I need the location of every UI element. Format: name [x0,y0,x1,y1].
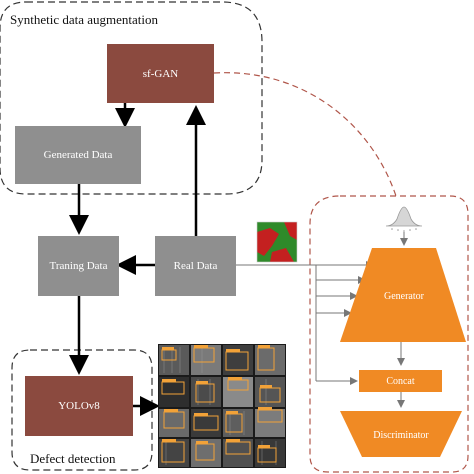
defect-region-border [11,349,153,471]
concat-label: Concat [386,375,415,387]
discriminator-label: Discriminator [373,429,429,441]
sfgan-to-gan-link [213,72,397,197]
noise-distribution-icon [385,206,423,227]
sfgan-box: sf-GAN [107,44,214,103]
gan-region-border [309,195,469,473]
yolov8-box: YOLOv8 [25,376,133,436]
noise-dots [391,228,417,232]
defect-region-title: Defect detection [30,451,116,466]
discriminator-block [340,411,462,457]
real-data-thumbnail [256,221,298,263]
training-data-box: Traning Data [38,236,119,296]
synthetic-region-title: Synthetic data augmentation [10,12,159,27]
detection-tags [162,345,272,448]
concat-block [359,370,442,392]
generator-label: Generator [384,290,424,302]
synthetic-region-border [0,1,263,195]
real-data-box: Real Data [155,236,236,296]
detection-results-grid [158,344,286,468]
generator-block [340,248,466,342]
generated-data-box: Generated Data [15,126,141,184]
